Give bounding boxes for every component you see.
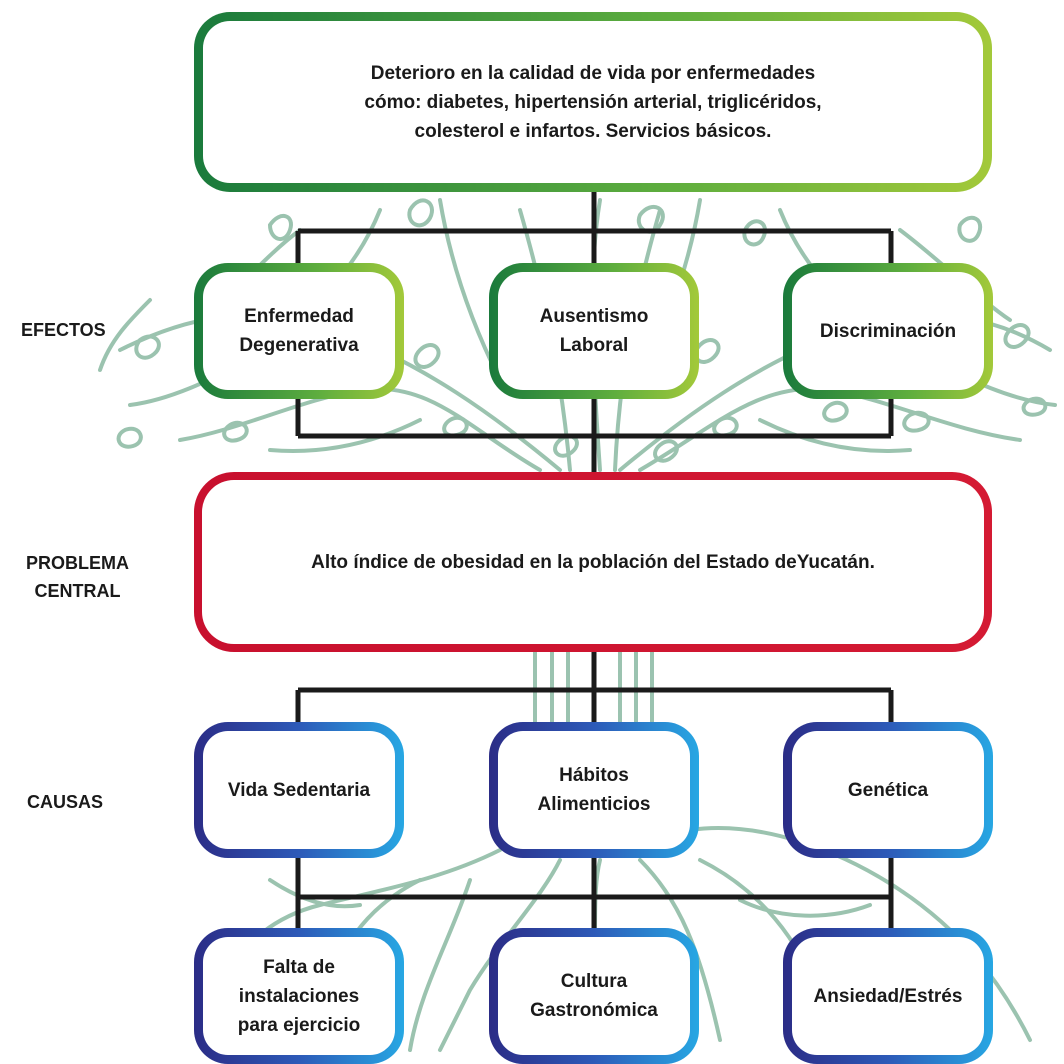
cause-box-eating-habits: Hábitos Alimenticios <box>489 722 699 858</box>
effect-text: Ausentismo Laboral <box>539 306 649 356</box>
root-cause-box-lack-of-facilities: Falta de instalaciones para ejercicio <box>194 928 404 1064</box>
effect-text: Discriminación <box>819 320 957 342</box>
root-cause-text: Falta de instalaciones para ejercicio <box>237 956 361 1036</box>
cause-box-sedentary-life: Vida Sedentaria <box>194 722 404 858</box>
root-cause-box-anxiety-stress: Ansiedad/Estrés <box>783 928 993 1064</box>
connector-causes-to-roots <box>295 854 894 934</box>
connector-top-to-effects <box>295 188 894 268</box>
effect-box-work-absenteeism: Ausentismo Laboral <box>489 263 699 399</box>
root-cause-text: Ansiedad/Estrés <box>813 985 963 1007</box>
cause-box-genetics: Genética <box>783 722 993 858</box>
central-problem-box: Alto índice de obesidad en la población … <box>194 472 992 652</box>
connector-effects-to-problem <box>295 396 894 478</box>
effect-text: Enfermedad Degenerativa <box>239 306 359 356</box>
effects-section-label: EFECTOS <box>21 320 106 340</box>
cause-text: Hábitos Alimenticios <box>537 765 651 815</box>
causes-section-label: CAUSAS <box>27 792 104 812</box>
effect-box-discrimination: Discriminación <box>783 263 993 399</box>
main-effect-box: Deterioro en la calidad de vida por enfe… <box>194 12 992 192</box>
cause-text: Vida Sedentaria <box>227 779 371 801</box>
root-cause-text: Cultura Gastronómica <box>530 971 658 1021</box>
connector-problem-to-causes <box>295 645 894 730</box>
central-problem-text: Alto índice de obesidad en la población … <box>311 551 875 573</box>
cause-text: Genética <box>847 779 929 801</box>
root-cause-box-gastronomic-culture: Cultura Gastronómica <box>489 928 699 1064</box>
effect-box-degenerative-disease: Enfermedad Degenerativa <box>194 263 404 399</box>
central-problem-section-label: PROBLEMA CENTRAL <box>26 553 129 601</box>
main-effect-text: Deterioro en la calidad de vida por enfe… <box>364 62 822 142</box>
